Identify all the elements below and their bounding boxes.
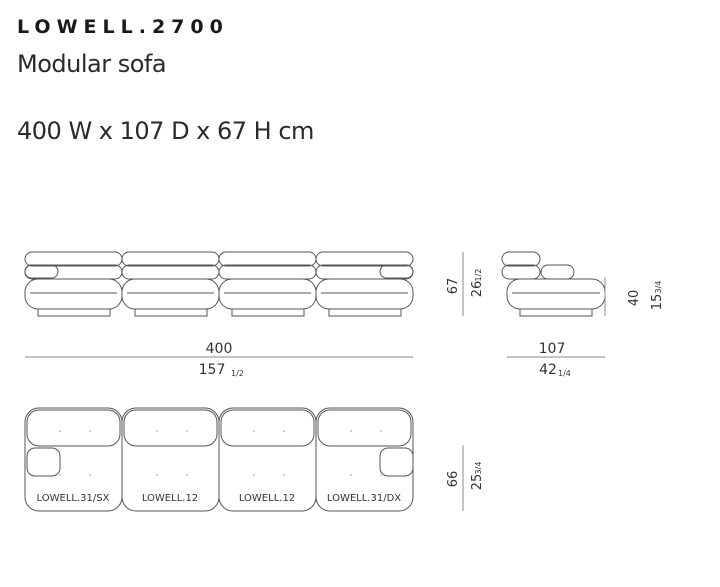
side-seat-in: 15: [650, 294, 665, 311]
module-label: LOWELL.31/DX: [327, 493, 401, 504]
side-depth-in-frac: 1/4: [558, 369, 571, 378]
plan-stitch-dots: [59, 430, 382, 476]
front-width-in-frac: 1/2: [231, 369, 244, 378]
front-height-in-frac: 1/2: [474, 269, 483, 282]
front-view-sofa: [24, 251, 414, 317]
plan-depth-cm: 66: [446, 471, 461, 488]
side-seat-cm: 40: [627, 290, 642, 307]
side-view-sofa: [501, 251, 606, 317]
front-height-cm: 67: [446, 278, 461, 295]
module-label: LOWELL.12: [142, 493, 198, 504]
front-height-in: 26: [470, 281, 485, 298]
product-title: LOWELL.2700: [17, 16, 229, 38]
plan-view-sofa: [24, 407, 414, 512]
side-depth-in: 42: [539, 362, 557, 378]
front-width-cm: 400: [206, 341, 233, 357]
plan-depth-in-frac: 3/4: [474, 462, 483, 475]
product-subtitle: Modular sofa: [17, 50, 167, 78]
module-label: LOWELL.12: [239, 493, 295, 504]
module-label: LOWELL.31/SX: [37, 493, 110, 504]
side-depth-cm: 107: [539, 341, 566, 357]
side-seat-in-frac: 3/4: [654, 281, 663, 294]
overall-dimensions: 400 W x 107 D x 67 H cm: [17, 117, 314, 145]
front-width-in: 157: [199, 362, 226, 378]
plan-depth-in: 25: [470, 474, 485, 491]
